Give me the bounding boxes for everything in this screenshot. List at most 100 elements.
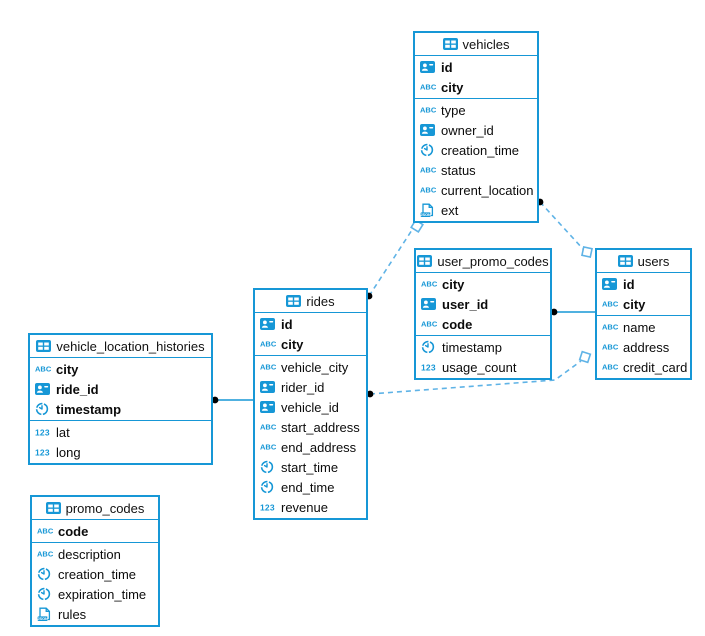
field-name: end_address bbox=[281, 439, 357, 455]
field-name: rider_id bbox=[281, 379, 325, 395]
field-row-id[interactable]: id bbox=[415, 57, 537, 77]
field-row-id[interactable]: id bbox=[255, 314, 366, 334]
text-type-icon: ABC bbox=[420, 105, 437, 115]
field-name: name bbox=[623, 319, 656, 335]
field-row-rider_id[interactable]: rider_id bbox=[255, 377, 366, 397]
table-header[interactable]: vehicles bbox=[415, 33, 537, 56]
table-header[interactable]: rides bbox=[255, 290, 366, 313]
field-row-owner_id[interactable]: owner_id bbox=[415, 120, 537, 140]
table-icon bbox=[45, 502, 61, 514]
field-row-start_time[interactable]: start_time bbox=[255, 457, 366, 477]
text-type-icon: ABC bbox=[421, 319, 438, 329]
text-type-icon: ABC bbox=[420, 185, 437, 195]
id-badge-icon bbox=[420, 124, 440, 136]
field-row-creation_time[interactable]: creation_time bbox=[32, 564, 158, 584]
field-row-long[interactable]: 123 long bbox=[30, 442, 211, 462]
field-name: creation_time bbox=[58, 566, 137, 582]
number-icon: 123 bbox=[260, 502, 275, 513]
text-type-icon: ABC bbox=[37, 549, 54, 559]
table-header[interactable]: vehicle_location_histories bbox=[30, 335, 211, 358]
clock-icon bbox=[37, 567, 57, 581]
field-row-end_time[interactable]: end_time bbox=[255, 477, 366, 497]
relationship-line-rides-vehicles[interactable] bbox=[368, 229, 413, 297]
field-row-code[interactable]: ABC code bbox=[416, 314, 550, 334]
field-row-user_id[interactable]: user_id bbox=[416, 294, 550, 314]
number-icon: 123 bbox=[35, 447, 50, 458]
field-row-timestamp[interactable]: timestamp bbox=[30, 399, 211, 419]
field-row-vehicle_id[interactable]: vehicle_id bbox=[255, 397, 366, 417]
clock-icon bbox=[260, 480, 280, 494]
field-name: id bbox=[623, 276, 635, 292]
table-header[interactable]: users bbox=[597, 250, 690, 273]
field-name: status bbox=[441, 162, 476, 178]
field-name: start_time bbox=[281, 459, 339, 475]
field-row-type[interactable]: ABC type bbox=[415, 100, 537, 120]
field-name: city bbox=[623, 296, 646, 312]
table-icon bbox=[617, 255, 633, 267]
field-row-end_address[interactable]: ABC end_address bbox=[255, 437, 366, 457]
relationship-line-vehicles-users[interactable] bbox=[539, 201, 584, 250]
text-type-icon: ABC bbox=[260, 442, 277, 452]
field-name: owner_id bbox=[441, 122, 494, 138]
field-row-expiration_time[interactable]: expiration_time bbox=[32, 584, 158, 604]
table-header[interactable]: user_promo_codes bbox=[416, 250, 550, 273]
clock-icon bbox=[37, 587, 57, 601]
id-badge-icon bbox=[420, 61, 440, 73]
table-header[interactable]: promo_codes bbox=[32, 497, 158, 520]
text-type-icon: ABC bbox=[37, 526, 54, 536]
field-name: type bbox=[441, 102, 466, 118]
field-name: address bbox=[623, 339, 670, 355]
number-icon: 123 bbox=[421, 362, 436, 373]
field-name: expiration_time bbox=[58, 586, 147, 602]
json-icon: JSON bbox=[420, 203, 440, 218]
field-row-timestamp[interactable]: timestamp bbox=[416, 337, 550, 357]
field-name: id bbox=[281, 316, 293, 332]
field-name: code bbox=[58, 523, 89, 539]
clock-icon bbox=[260, 460, 280, 474]
field-name: timestamp bbox=[56, 401, 122, 417]
field-name: code bbox=[442, 316, 473, 332]
field-name: city bbox=[441, 79, 464, 95]
field-name: long bbox=[56, 444, 81, 460]
field-name: start_address bbox=[281, 419, 360, 435]
field-name: city bbox=[442, 276, 465, 292]
table-name: promo_codes bbox=[65, 500, 145, 516]
field-row-creation_time[interactable]: creation_time bbox=[415, 140, 537, 160]
field-row-ride_id[interactable]: ride_id bbox=[30, 379, 211, 399]
table-icon bbox=[36, 340, 52, 352]
text-type-icon: ABC bbox=[35, 364, 52, 374]
table-name: user_promo_codes bbox=[437, 253, 549, 269]
table-name: vehicle_location_histories bbox=[56, 338, 205, 354]
field-row-code[interactable]: ABC code bbox=[32, 521, 158, 541]
field-row-id[interactable]: id bbox=[597, 274, 690, 294]
